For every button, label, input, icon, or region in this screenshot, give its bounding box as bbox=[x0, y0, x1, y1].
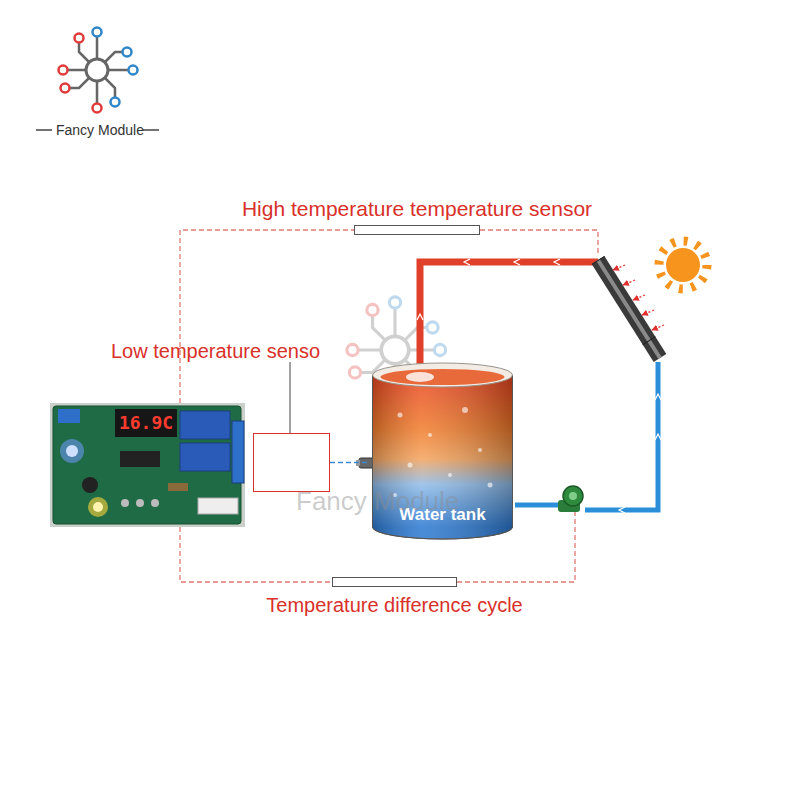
bubble bbox=[488, 483, 493, 488]
push-button bbox=[121, 499, 129, 507]
sensor-wire bbox=[180, 527, 332, 582]
cold-pipe bbox=[515, 362, 661, 513]
bubble bbox=[428, 433, 432, 437]
water-surface bbox=[381, 369, 505, 385]
blue-led bbox=[66, 445, 78, 457]
sensor-connector bbox=[198, 498, 238, 514]
sun-rays-part bbox=[623, 280, 635, 285]
cycle-label: Temperature difference cycle bbox=[266, 594, 522, 617]
brand-name: Fancy Module bbox=[56, 122, 144, 138]
watermark: Fancy Module bbox=[296, 486, 459, 517]
tank-sensor bbox=[356, 458, 374, 468]
sensor-probe-wire bbox=[330, 462, 370, 463]
sensor-wire bbox=[180, 230, 354, 403]
hot-pipe-part bbox=[417, 259, 560, 320]
sensor-box: Low temperature senso bbox=[253, 433, 330, 492]
bubble bbox=[462, 407, 468, 413]
chip bbox=[120, 451, 160, 467]
cycle-marker: Temperature difference cycle bbox=[332, 577, 457, 587]
bubble bbox=[478, 448, 482, 452]
sun-part bbox=[666, 248, 700, 282]
sun-rays-part bbox=[613, 265, 625, 270]
solar-collector bbox=[598, 260, 660, 358]
water-splash bbox=[406, 372, 434, 382]
led-glow bbox=[60, 439, 84, 463]
bubble bbox=[448, 473, 452, 477]
cold-pipe-part bbox=[515, 503, 560, 508]
hot-pipe bbox=[417, 259, 598, 380]
pcb bbox=[53, 406, 241, 524]
brand-logo-part bbox=[59, 28, 138, 113]
controller-board: 16.9C bbox=[50, 403, 245, 527]
brand-logo-part bbox=[36, 129, 52, 131]
yellow-led bbox=[93, 502, 103, 512]
terminal-block bbox=[232, 421, 244, 483]
solar-collector-part bbox=[598, 260, 660, 358]
sensor-label: High temperature temperature sensor bbox=[242, 197, 592, 221]
sensor-label: Low temperature senso bbox=[111, 340, 320, 363]
sun-rays-part bbox=[642, 310, 654, 315]
relay bbox=[180, 411, 230, 439]
sun-rays-part bbox=[652, 325, 664, 330]
circulation-pump bbox=[558, 486, 583, 512]
circulation-pump-part bbox=[563, 486, 583, 506]
tank-sensor-part bbox=[356, 460, 360, 466]
led-glow bbox=[88, 497, 108, 517]
leader-line-part bbox=[290, 362, 291, 433]
terminal-block bbox=[58, 409, 80, 423]
sun-part bbox=[659, 241, 707, 289]
tank-sensor-part bbox=[359, 458, 374, 468]
led-display bbox=[115, 409, 177, 437]
tank-rim bbox=[373, 363, 513, 387]
sensor-wire-part bbox=[480, 230, 598, 256]
sun-rays bbox=[613, 265, 664, 330]
display-reading: 16.9C bbox=[115, 409, 177, 437]
leader-line bbox=[290, 362, 291, 433]
bubble bbox=[398, 413, 403, 418]
component bbox=[168, 483, 188, 491]
buzzer bbox=[82, 477, 98, 493]
photo-background bbox=[50, 403, 245, 527]
cold-pipe-part bbox=[619, 394, 661, 513]
bubble bbox=[408, 463, 413, 468]
sun-rays-part bbox=[633, 295, 645, 300]
sun bbox=[659, 241, 707, 289]
brand-logo-part bbox=[143, 129, 159, 131]
water-tank: Water tank bbox=[370, 355, 515, 545]
solar-collector-part bbox=[598, 260, 660, 358]
push-button bbox=[136, 499, 144, 507]
cold-pipe-part bbox=[585, 362, 658, 510]
push-button bbox=[151, 499, 159, 507]
brand-logo bbox=[36, 28, 159, 131]
sensor-marker: High temperature temperature sensor bbox=[354, 225, 480, 235]
solar-collector-part bbox=[598, 260, 660, 358]
hot-pipe-part bbox=[420, 262, 598, 380]
circulation-pump-part bbox=[569, 492, 577, 500]
relay bbox=[180, 443, 230, 471]
